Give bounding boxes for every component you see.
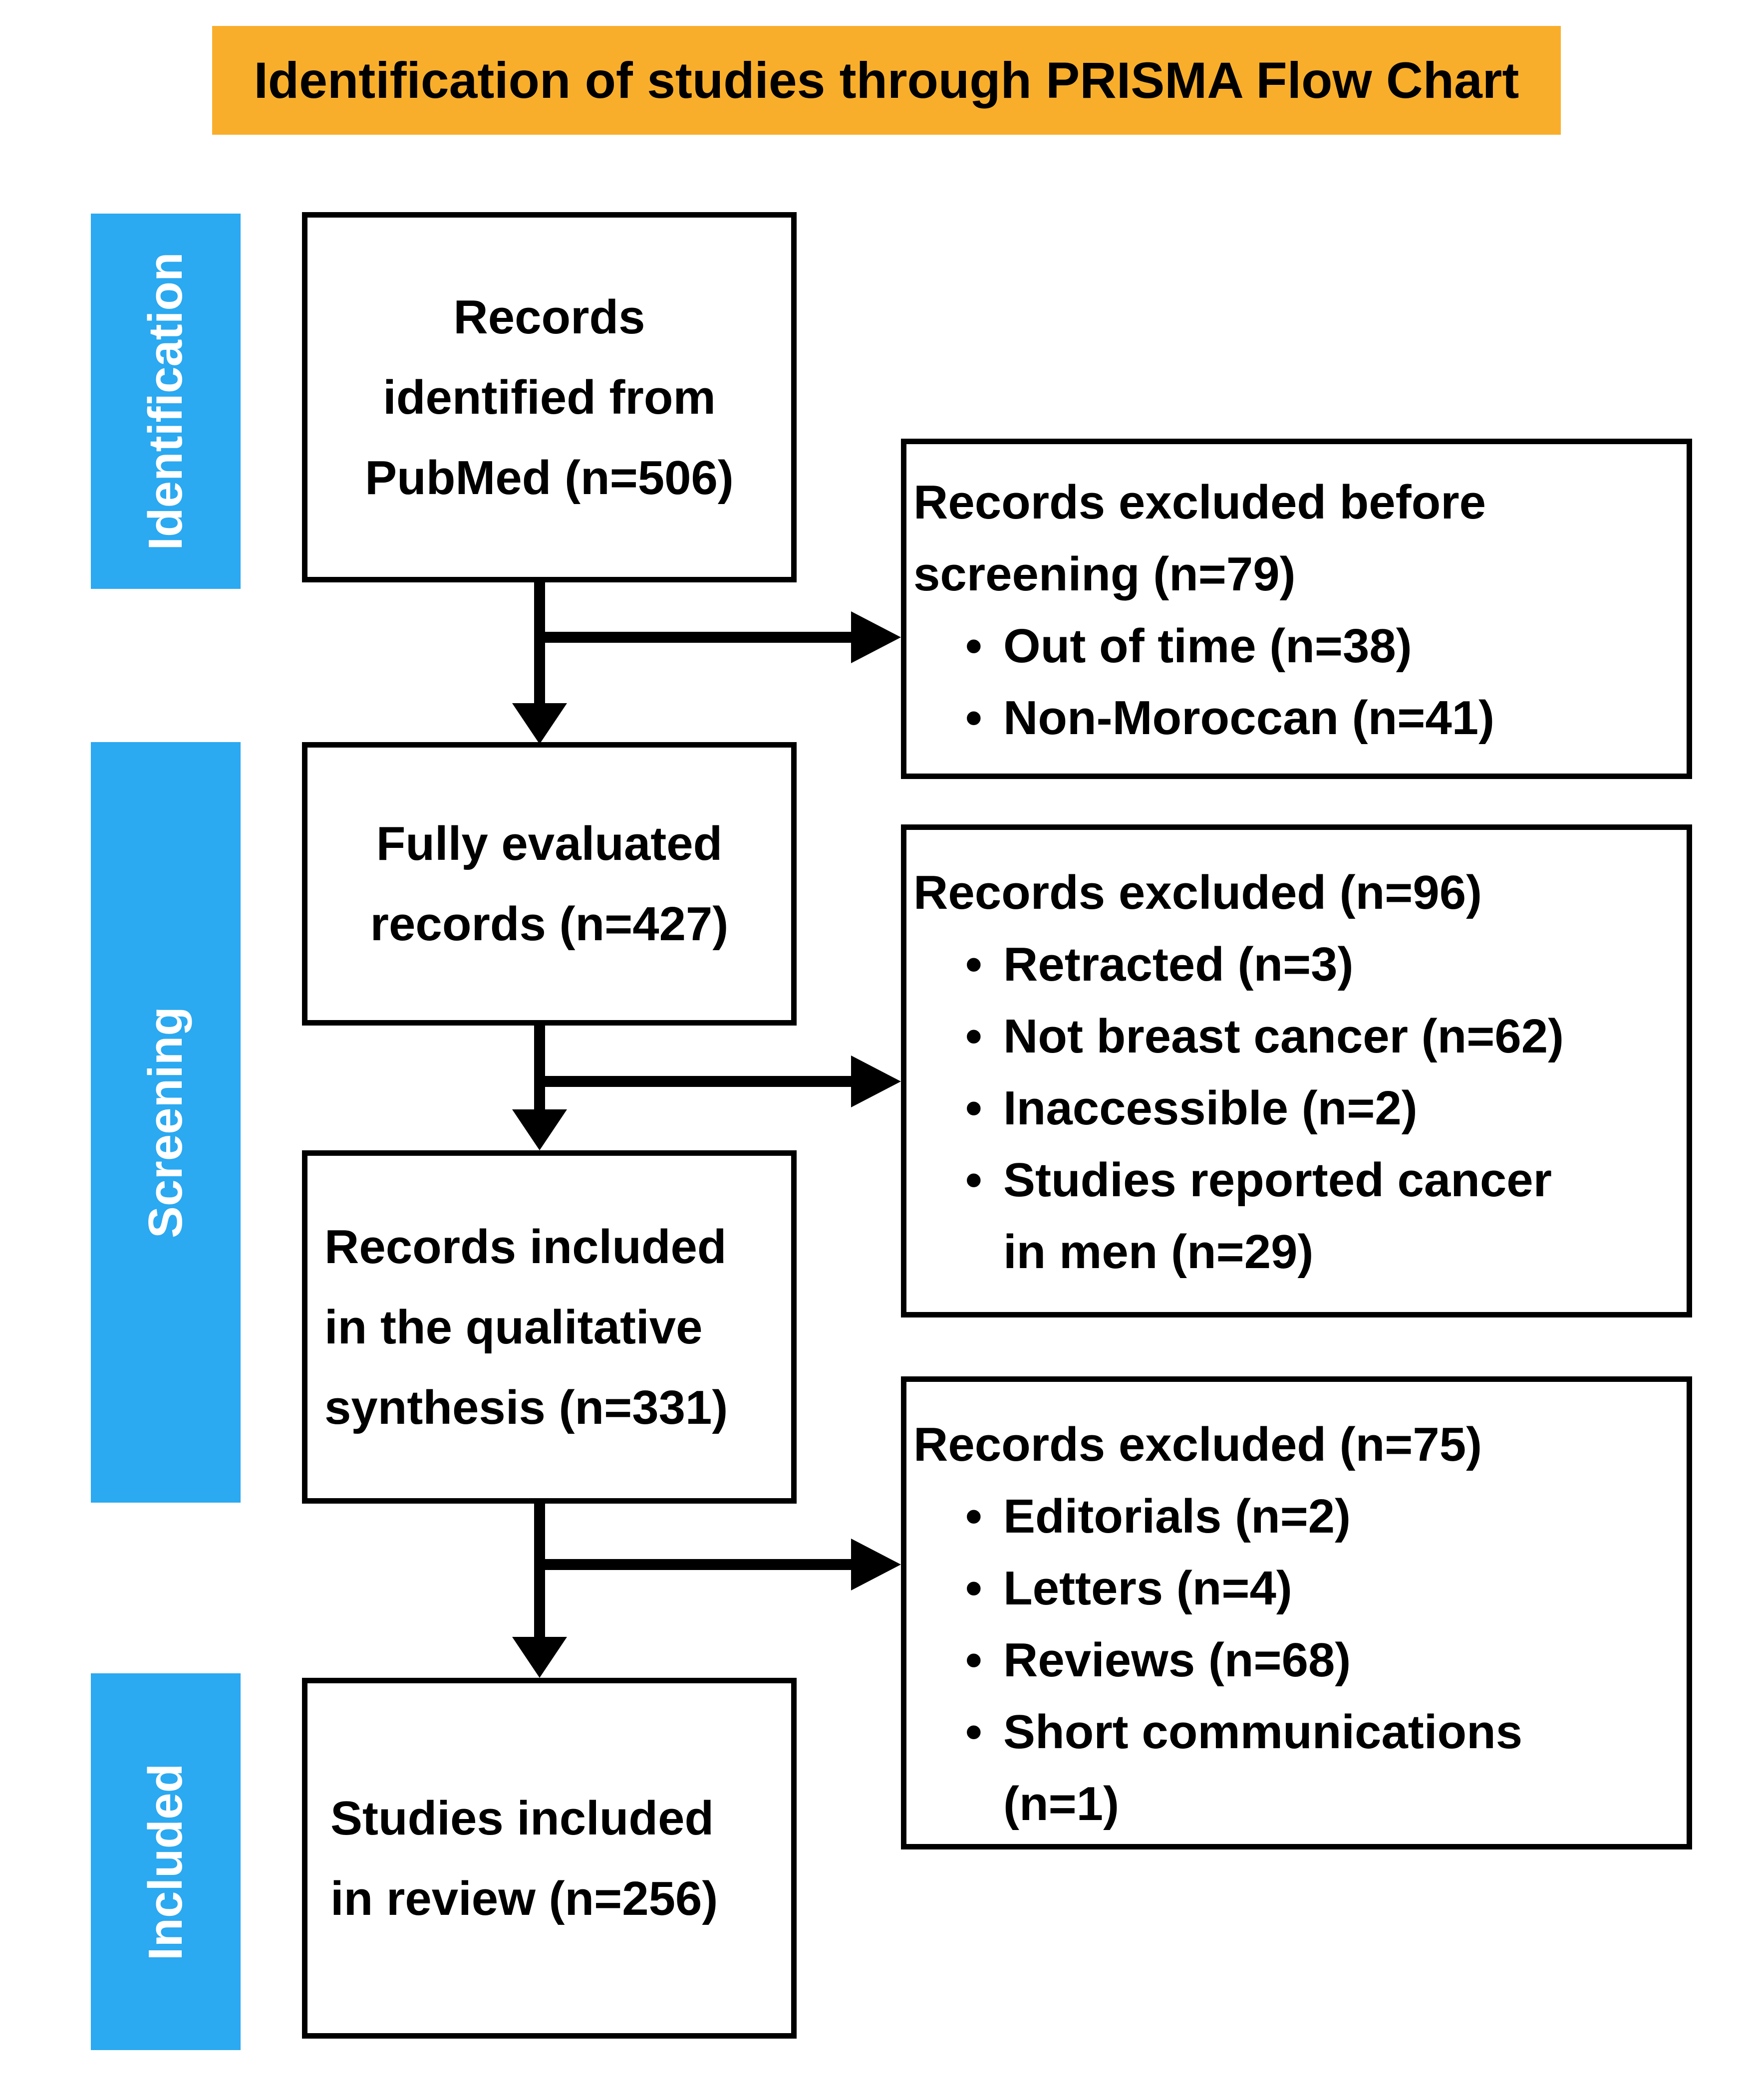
box-excluded-before-screening: Records excluded before screening (n=79)… (901, 439, 1692, 779)
box-text-line: identified from (383, 370, 716, 424)
box-text-line: in the qualitative (324, 1300, 703, 1354)
list-item-text: Reviews (n=68) (1003, 1633, 1351, 1687)
arrowhead-right-2-icon (851, 1055, 901, 1107)
list-item-text: Retracted (n=3) (1003, 938, 1354, 991)
connector-vertical-2 (534, 1024, 545, 1113)
connector-horizontal-1 (540, 632, 851, 643)
box-text-line: Studies included (330, 1791, 714, 1845)
connector-vertical-1 (534, 580, 545, 709)
connector-horizontal-2 (540, 1076, 851, 1087)
bullet-icon: • (965, 1705, 982, 1759)
box-text-line: records (n=427) (370, 897, 729, 951)
list-item-text: Non-Moroccan (n=41) (1003, 691, 1495, 745)
list-item-text: (n=1) (1003, 1777, 1120, 1831)
bullet-icon: • (965, 938, 982, 991)
box-records-identified: Records identified from PubMed (n=506) (302, 212, 797, 582)
stage-band-identification: Identification (91, 214, 241, 589)
box-text-line: Records included (324, 1220, 727, 1274)
arrowhead-down-1-icon (512, 703, 567, 744)
list-item: • Reviews (n=68) (906, 1624, 1687, 1696)
list-item: • Not breast cancer (n=62) (906, 1001, 1687, 1072)
list-item: • Retracted (n=3) (906, 929, 1687, 1001)
bullet-icon: • (965, 619, 982, 673)
bullet-icon: • (965, 1081, 982, 1135)
list-item-text: Inaccessible (n=2) (1003, 1081, 1418, 1135)
bullet-icon: • (965, 1490, 982, 1543)
list-item: • Non-Moroccan (n=41) (906, 682, 1687, 754)
list-item-text: in men (n=29) (1003, 1225, 1314, 1279)
stage-band-screening: Screening (91, 742, 241, 1503)
exclusion-header-line: screening (n=79) (913, 547, 1296, 601)
stage-label-identification: Identification (139, 252, 192, 550)
list-item-text: Studies reported cancer (1003, 1153, 1552, 1207)
title-banner: Identification of studies through PRISMA… (212, 26, 1561, 135)
connector-horizontal-3 (540, 1559, 851, 1570)
list-item: • Letters (n=4) (906, 1553, 1687, 1624)
bullet-icon: • (965, 1153, 982, 1207)
list-item: • Studies reported cancer in men (n=29) (906, 1144, 1687, 1288)
exclusion-header-line: Records excluded before (913, 476, 1486, 529)
list-item-text: Letters (n=4) (1003, 1562, 1292, 1615)
arrowhead-right-1-icon (851, 611, 901, 663)
list-item-text: Short communications (1003, 1705, 1523, 1759)
box-text-line: synthesis (n=331) (324, 1380, 728, 1434)
box-text-line: Records (453, 290, 645, 344)
list-item-text: Out of time (n=38) (1003, 619, 1412, 673)
box-excluded-eligibility: Records excluded (n=75) • Editorials (n=… (901, 1376, 1692, 1849)
box-text-line: in review (n=256) (330, 1871, 718, 1925)
stage-label-included: Included (139, 1763, 192, 1960)
stage-band-included: Included (91, 1673, 241, 2050)
exclusion-header-line: Records excluded (n=96) (913, 866, 1482, 919)
list-item: • Out of time (n=38) (906, 610, 1687, 682)
box-fully-evaluated: Fully evaluated records (n=427) (302, 742, 797, 1026)
box-studies-included: Studies included in review (n=256) (302, 1678, 797, 2039)
bullet-icon: • (965, 691, 982, 745)
box-text-line: Fully evaluated (376, 817, 723, 870)
list-item: • Short communications (n=1) (906, 1696, 1687, 1840)
list-item-text: Not breast cancer (n=62) (1003, 1010, 1564, 1063)
page-title: Identification of studies through PRISMA… (254, 51, 1519, 109)
list-item: • Editorials (n=2) (906, 1481, 1687, 1553)
bullet-icon: • (965, 1562, 982, 1615)
bullet-icon: • (965, 1633, 982, 1687)
arrowhead-down-3-icon (512, 1637, 567, 1678)
exclusion-header-line: Records excluded (n=75) (913, 1418, 1482, 1471)
list-item: • Inaccessible (n=2) (906, 1072, 1687, 1144)
stage-label-screening: Screening (139, 1006, 192, 1239)
connector-vertical-3 (534, 1503, 545, 1640)
arrowhead-right-3-icon (851, 1539, 901, 1590)
box-qualitative-synthesis: Records included in the qualitative synt… (302, 1150, 797, 1504)
box-excluded-screening: Records excluded (n=96) • Retracted (n=3… (901, 824, 1692, 1317)
bullet-icon: • (965, 1010, 982, 1063)
box-text-line: PubMed (n=506) (365, 451, 734, 505)
arrowhead-down-2-icon (512, 1109, 567, 1150)
list-item-text: Editorials (n=2) (1003, 1490, 1351, 1543)
